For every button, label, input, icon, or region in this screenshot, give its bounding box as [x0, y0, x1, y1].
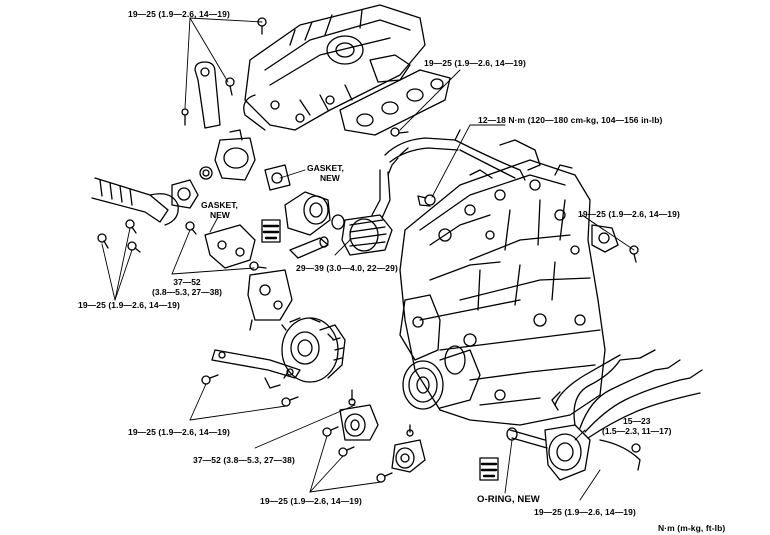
torque-label-top-right: 19—25 (1.9—2.6, 14—19) [424, 58, 526, 68]
oil-cooler [341, 214, 393, 256]
adjusting-bar [211, 349, 301, 389]
leader-lines [101, 17, 635, 501]
alternator [281, 317, 346, 383]
water-pipe [371, 129, 526, 219]
distributor [506, 424, 591, 481]
bolt-icon [97, 233, 109, 249]
manifold-bracket [181, 61, 221, 129]
timing-cover [399, 294, 441, 361]
oil-apply-icon [261, 219, 281, 243]
torque-label-bottom-left: 19—25 (1.9—2.6, 14—19) [128, 427, 230, 437]
torque-label-bottom-right: 19—25 (1.9—2.6, 14—19) [534, 507, 636, 517]
small-gasket [264, 164, 291, 191]
bolt-icon [390, 127, 409, 137]
bolt-icon [281, 396, 299, 407]
oil-pipe [289, 236, 329, 259]
manifold-gasket [339, 69, 451, 136]
bolt-icon [249, 261, 267, 271]
o-ring-new-label: O-RING, NEW [477, 494, 540, 505]
thermostat-housing [199, 129, 256, 181]
torque-label-oil-filter: 29—39 (3.0—4.0, 22—29) [296, 263, 398, 273]
bolt-icon [257, 17, 267, 35]
oil-apply-icon [479, 457, 499, 481]
exhaust-flange-gasket [171, 179, 199, 209]
torque-label-left-mid: 19—25 (1.9—2.6, 14—19) [78, 300, 180, 310]
exhaust-pipe [91, 177, 179, 226]
gasket-new-label-upper: GASKET, NEW [307, 163, 344, 183]
tensioner-pulley [339, 389, 379, 441]
intake-manifold [243, 4, 426, 131]
bolt-icon [322, 426, 339, 437]
torque-label-distributor: 15—23 (1.5—2.3, 11—17) [602, 416, 672, 436]
bolt-icon [185, 221, 197, 235]
bolt-icon [125, 219, 137, 234]
oil-filter [284, 191, 345, 236]
bolt-icon [376, 472, 393, 483]
cam-position-cover [591, 224, 619, 253]
idler-pulley [391, 424, 426, 473]
bolt-set [97, 17, 639, 483]
bolt-icon [629, 245, 639, 263]
mount-bracket [247, 269, 293, 331]
bolt-icon [127, 241, 141, 253]
torque-label-alternator-bolt: 37—52 (3.8—5.3, 27—38) [193, 455, 295, 465]
spark-plug-wires [551, 349, 703, 471]
alternator-bracket [204, 224, 256, 269]
crankshaft-pulley [402, 345, 481, 410]
torque-label-nm: 12—18 N·m (120—180 cm-kg, 104—156 in-lb) [478, 115, 663, 125]
bolt-icon [338, 446, 355, 457]
units-label: N·m (m-kg, ft-lb) [658, 523, 726, 533]
torque-label-right-mid: 19—25 (1.9—2.6, 14—19) [578, 209, 680, 219]
bolt-icon [201, 374, 219, 385]
torque-label-bottom-center: 19—25 (1.9—2.6, 14—19) [260, 496, 362, 506]
torque-label-bracket: 37—52 (3.8—5.3, 27—38) [152, 277, 222, 297]
torque-label-top-left: 19—25 (1.9—2.6, 14—19) [128, 9, 230, 19]
gasket-new-label-lower: GASKET, NEW [201, 200, 238, 220]
bolt-icon [225, 77, 235, 96]
